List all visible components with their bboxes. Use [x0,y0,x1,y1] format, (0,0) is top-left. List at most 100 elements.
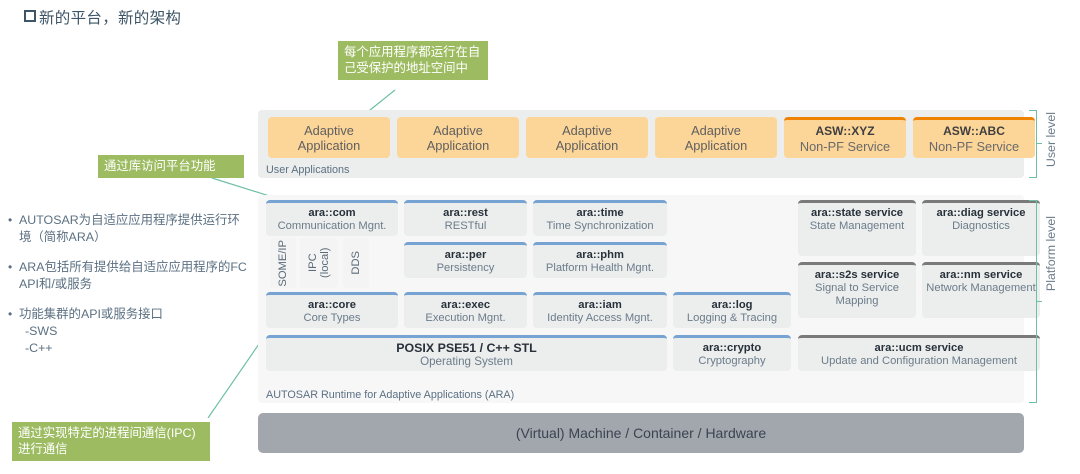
fc-ara-crypto[interactable]: ara::crypto Cryptography [673,335,791,371]
bus-label: IPC (local) [307,247,331,279]
app-line1: Adaptive [433,122,483,138]
adaptive-application-box[interactable]: Adaptive Application [526,117,648,158]
fc-subtitle: Cryptography [698,354,766,367]
adaptive-application-box[interactable]: Adaptive Application [655,117,777,158]
platform-panel-label: AUTOSAR Runtime for Adaptive Application… [266,389,515,401]
svc-title: ara::diag service [936,207,1026,219]
bracket-user-level [1029,110,1037,178]
list-item: • 功能集群的API或服务接口 -SWS -C++ [8,306,248,357]
user-applications-panel: Adaptive Application Adaptive Applicatio… [258,110,1035,178]
fc-title: ara::per [444,248,487,261]
bullet-marker: • [8,213,13,227]
fc-subtitle: Identity Access Mgnt. [547,311,653,324]
fc-ara-com[interactable]: ara::com Communication Mgnt. [266,200,398,236]
bullet-text: AUTOSAR为自适应应用程序提供运行环境（简称ARA） [19,213,240,244]
svc-subtitle: Network Management [926,282,1036,294]
bullet-text: 功能集群的API或服务接口 [19,307,163,321]
svc-ara-state[interactable]: ara::state service State Management [798,200,916,256]
app-line2: Application [555,137,619,153]
fc-subtitle: Time Synchronization [546,219,654,232]
fc-subtitle: Communication Mgnt. [277,219,387,232]
callout-protected-address-space: 每个应用程序都运行在自己受保护的地址空间中 [338,41,488,80]
fc-title: ara::time [576,206,624,219]
fc-title: ara::crypto [702,341,762,354]
fc-subtitle: Execution Mgnt. [425,311,506,324]
bus-label: SOME/IP [277,239,289,287]
app-line1: ASW::XYZ [815,124,875,138]
fc-subtitle: Operating System [420,354,513,368]
svc-subtitle: State Management [809,220,905,232]
bus-ipc-local[interactable]: IPC (local) [300,238,338,288]
fc-subtitle: RESTful [444,219,487,232]
asw-xyz-box[interactable]: ASW::XYZ Non-PF Service [784,117,906,158]
page-title: 新的平台，新的架构 [24,6,181,28]
svc-ara-nm[interactable]: ara::nm service Network Management [922,262,1040,318]
bullet-marker: • [8,307,13,321]
adaptive-application-box[interactable]: Adaptive Application [268,117,390,158]
fc-title: ara::log [711,298,753,311]
fc-ara-rest[interactable]: ara::rest RESTful [404,200,527,236]
app-line2: Application [684,137,748,153]
fc-subtitle: Platform Health Mgnt. [545,261,655,274]
svc-title: ara::state service [810,207,904,219]
fc-ara-phm[interactable]: ara::phm Platform Health Mgnt. [533,242,667,278]
fc-title: ara::iam [578,298,622,311]
platform-panel: ara::com Communication Mgnt. ara::rest R… [258,195,1040,403]
fc-ara-iam[interactable]: ara::iam Identity Access Mgnt. [533,292,667,328]
svc-title: ara::nm service [939,269,1023,281]
svc-ara-ucm[interactable]: ara::ucm service Update and Configuratio… [798,335,1040,371]
bullet-list: • AUTOSAR为自适应应用程序提供运行环境（简称ARA） • ARA包括所有… [8,212,248,370]
fc-title: ara::phm [576,248,624,261]
fc-ara-core[interactable]: ara::core Core Types [266,292,398,328]
app-line1: Adaptive [691,122,741,138]
adaptive-application-box[interactable]: Adaptive Application [397,117,519,158]
svc-subtitle: Diagnostics [952,220,1010,232]
svc-ara-diag[interactable]: ara::diag service Diagnostics [922,200,1040,256]
list-item: • ARA包括所有提供给自适应应用程序的FC API和/或服务 [8,259,248,293]
svc-subtitle: Signal to Service Mapping [815,282,899,307]
bullet-subline: -SWS [25,324,58,338]
fc-title: ara::com [308,206,356,219]
app-line2: Non-PF Service [799,139,891,154]
svc-ara-s2s[interactable]: ara::s2s service Signal to Service Mappi… [798,262,916,318]
fc-ara-time[interactable]: ara::time Time Synchronization [533,200,667,236]
page-title-text: 新的平台，新的架构 [39,10,182,27]
fc-ara-log[interactable]: ara::log Logging & Tracing [673,292,791,328]
app-line2: Non-PF Service [928,139,1020,154]
fc-title: POSIX PSE51 / C++ STL [396,340,537,355]
title-bullet-icon [24,10,36,22]
fc-ara-exec[interactable]: ara::exec Execution Mgnt. [404,292,527,328]
app-line1: ASW::ABC [943,124,1005,138]
user-applications-label: User Applications [266,164,350,176]
bracket-user-level-label: User level [1044,112,1058,168]
asw-abc-box[interactable]: ASW::ABC Non-PF Service [913,117,1035,158]
bullet-subline: -C++ [25,341,53,355]
fc-subtitle: Logging & Tracing [686,311,778,324]
bullet-marker: • [8,260,13,274]
svc-title: ara::s2s service [814,269,900,281]
callout-library-access: 通过库访问平台功能 [98,155,244,178]
fc-posix-os[interactable]: POSIX PSE51 / C++ STL Operating System [266,335,667,371]
bus-someip[interactable]: SOME/IP [270,238,296,288]
fc-title: ara::rest [443,206,488,219]
fc-title: ara::core [308,298,356,311]
bracket-user-level-tick [1037,143,1042,144]
bullet-text: ARA包括所有提供给自适应应用程序的FC API和/或服务 [19,260,247,291]
bracket-platform-level-label: Platform level [1044,216,1058,292]
list-item: • AUTOSAR为自适应应用程序提供运行环境（简称ARA） [8,212,248,246]
callout-ipc-communication: 通过实现特定的进程间通信(IPC)进行通信 [12,422,210,461]
app-line2: Application [297,137,361,153]
fc-subtitle: Persistency [436,261,495,274]
bracket-platform-level-tick [1037,301,1042,302]
hardware-label: (Virtual) Machine / Container / Hardware [515,425,767,441]
svc-title: ara::ucm service [874,341,964,354]
app-line2: Application [426,137,490,153]
bracket-platform-level [1029,200,1037,403]
fc-title: ara::exec [440,298,491,311]
app-line1: Adaptive [562,122,612,138]
bus-dds[interactable]: DDS [343,238,369,288]
bus-label: DDS [350,251,362,275]
svc-subtitle: Update and Configuration Management [821,354,1017,367]
fc-ara-per[interactable]: ara::per Persistency [404,242,527,278]
app-line1: Adaptive [304,122,354,138]
